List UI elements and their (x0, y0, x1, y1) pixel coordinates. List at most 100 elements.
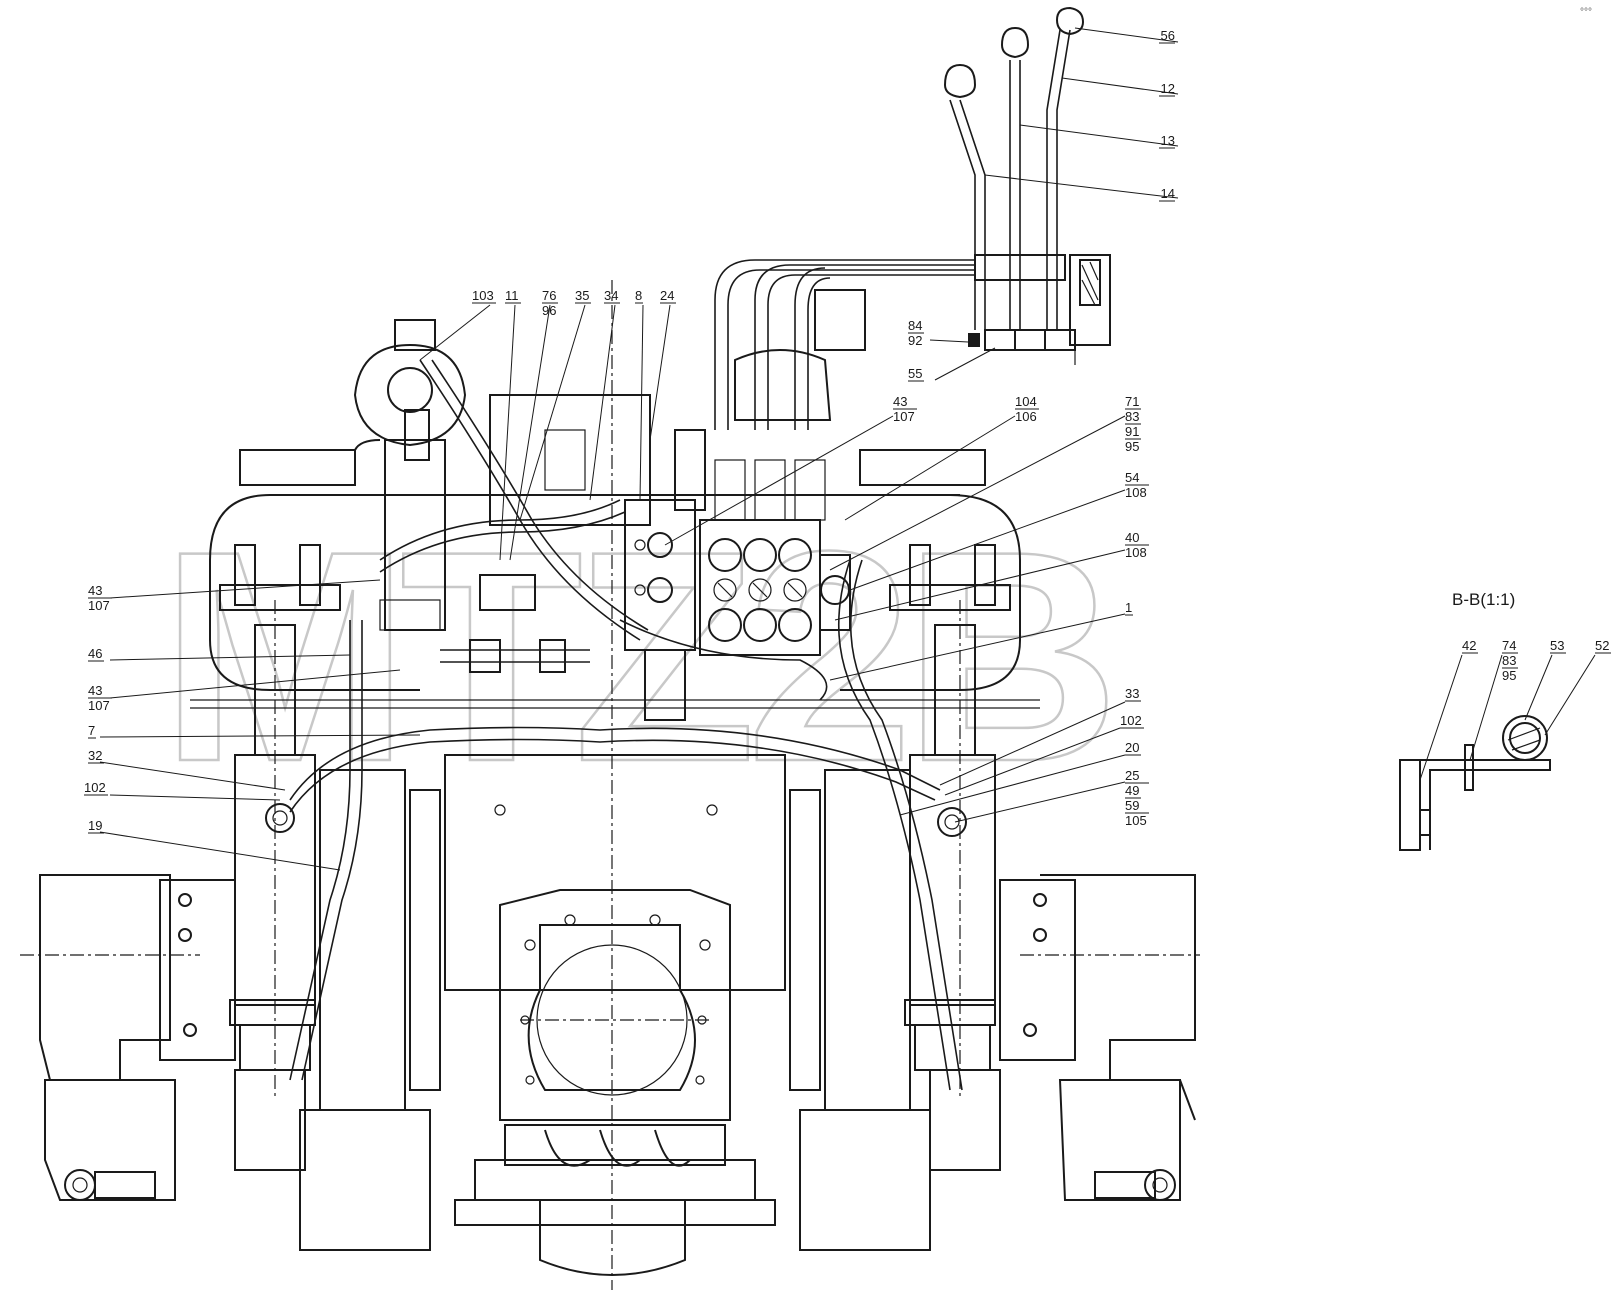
callout-11: 11 (499, 288, 521, 561)
callout-56: 56 (1074, 27, 1179, 44)
callout-number: 32 (88, 748, 102, 763)
callout-number: 46 (88, 646, 102, 661)
callout-number: 71 (1125, 394, 1139, 409)
callout-number: 42 (1462, 638, 1476, 653)
callout-number: 96 (542, 303, 556, 318)
callout-1: 1 (829, 600, 1133, 681)
leader-line (109, 654, 351, 661)
leader-line (1544, 654, 1596, 736)
callout-number: 8 (635, 288, 642, 303)
leader-line (944, 727, 1121, 796)
leader-line (834, 549, 1126, 621)
leader-line (519, 304, 586, 521)
leader-line (929, 339, 969, 343)
callout-number: 106 (1015, 409, 1037, 424)
leader-line (954, 781, 1126, 823)
callout-number: 34 (604, 288, 618, 303)
callout-number: 59 (1125, 798, 1139, 813)
upper-frame (190, 394, 1040, 709)
filter-canister (353, 319, 467, 631)
callout-52: 52 (1544, 638, 1611, 736)
leader-line (419, 304, 491, 361)
callout-12: 12 (1061, 77, 1179, 97)
callout-number: 84 (908, 318, 922, 333)
callout-8: 8 (635, 288, 644, 501)
leader-line (849, 489, 1126, 591)
callout-number: 54 (1125, 470, 1139, 485)
callout-number: 52 (1595, 638, 1609, 653)
callout-number: 7 (88, 723, 95, 738)
callout-number: 13 (1161, 133, 1175, 148)
leader-line (1469, 654, 1503, 761)
callout-14: 14 (984, 174, 1179, 202)
leader-line (1019, 124, 1179, 147)
callout-number: 12 (1161, 81, 1175, 96)
callout-number: 107 (88, 698, 110, 713)
callout-number: 83 (1502, 653, 1516, 668)
leader-line (939, 701, 1126, 786)
leader-line (589, 304, 616, 501)
leader-line (109, 669, 401, 699)
callout-102b: 102 (944, 713, 1144, 796)
leader-line (1074, 27, 1179, 43)
leader-line (649, 304, 671, 441)
callout-20: 20 (899, 740, 1141, 816)
callout-32: 32 (88, 748, 286, 791)
callout-number: 35 (575, 288, 589, 303)
callout-35: 35 (519, 288, 591, 521)
callout-number: 20 (1125, 740, 1139, 755)
leader-line (984, 174, 1179, 199)
callout-number: 104 (1015, 394, 1037, 409)
callout-number: 92 (908, 333, 922, 348)
side-brackets (39, 874, 1196, 1251)
callout-number: 95 (1125, 439, 1139, 454)
callout-number: 11 (505, 288, 519, 303)
leader-line (844, 415, 1016, 521)
callout-102a: 102 (84, 780, 281, 801)
callout-103: 103 (419, 288, 496, 361)
callout-number: 108 (1125, 485, 1147, 500)
leader-line (664, 415, 894, 546)
callout-number: 49 (1125, 783, 1139, 798)
main-housing (319, 754, 911, 1276)
leader-line (499, 304, 516, 561)
leader-line (509, 304, 551, 561)
section-label: В-В(1:1) (1452, 590, 1515, 609)
control-valve-block (624, 429, 851, 721)
callout-number: 107 (88, 598, 110, 613)
callout-number: 55 (908, 366, 922, 381)
leader-line (99, 761, 286, 791)
callout-number: 105 (1125, 813, 1147, 828)
callout-number: 74 (1502, 638, 1516, 653)
callout-number: 33 (1125, 686, 1139, 701)
callout-33: 33 (939, 686, 1141, 786)
leader-line (1419, 654, 1463, 781)
callout-24: 24 (649, 288, 676, 441)
callout-number: 14 (1161, 186, 1175, 201)
callout-number: 95 (1502, 668, 1516, 683)
callout-number: 56 (1161, 28, 1175, 43)
callout-number: 108 (1125, 545, 1147, 560)
leader-line (829, 415, 1126, 571)
callout-number: 43 (88, 683, 102, 698)
callout-number: 107 (893, 409, 915, 424)
callout-number: 91 (1125, 424, 1139, 439)
leader-line (109, 794, 281, 801)
leader-line (1061, 77, 1179, 95)
leader-line (1524, 654, 1553, 721)
callout-46: 46 (88, 646, 351, 662)
callout-number: 76 (542, 288, 556, 303)
callout-55: 55 (908, 347, 996, 382)
callout-34: 34 (589, 288, 620, 501)
